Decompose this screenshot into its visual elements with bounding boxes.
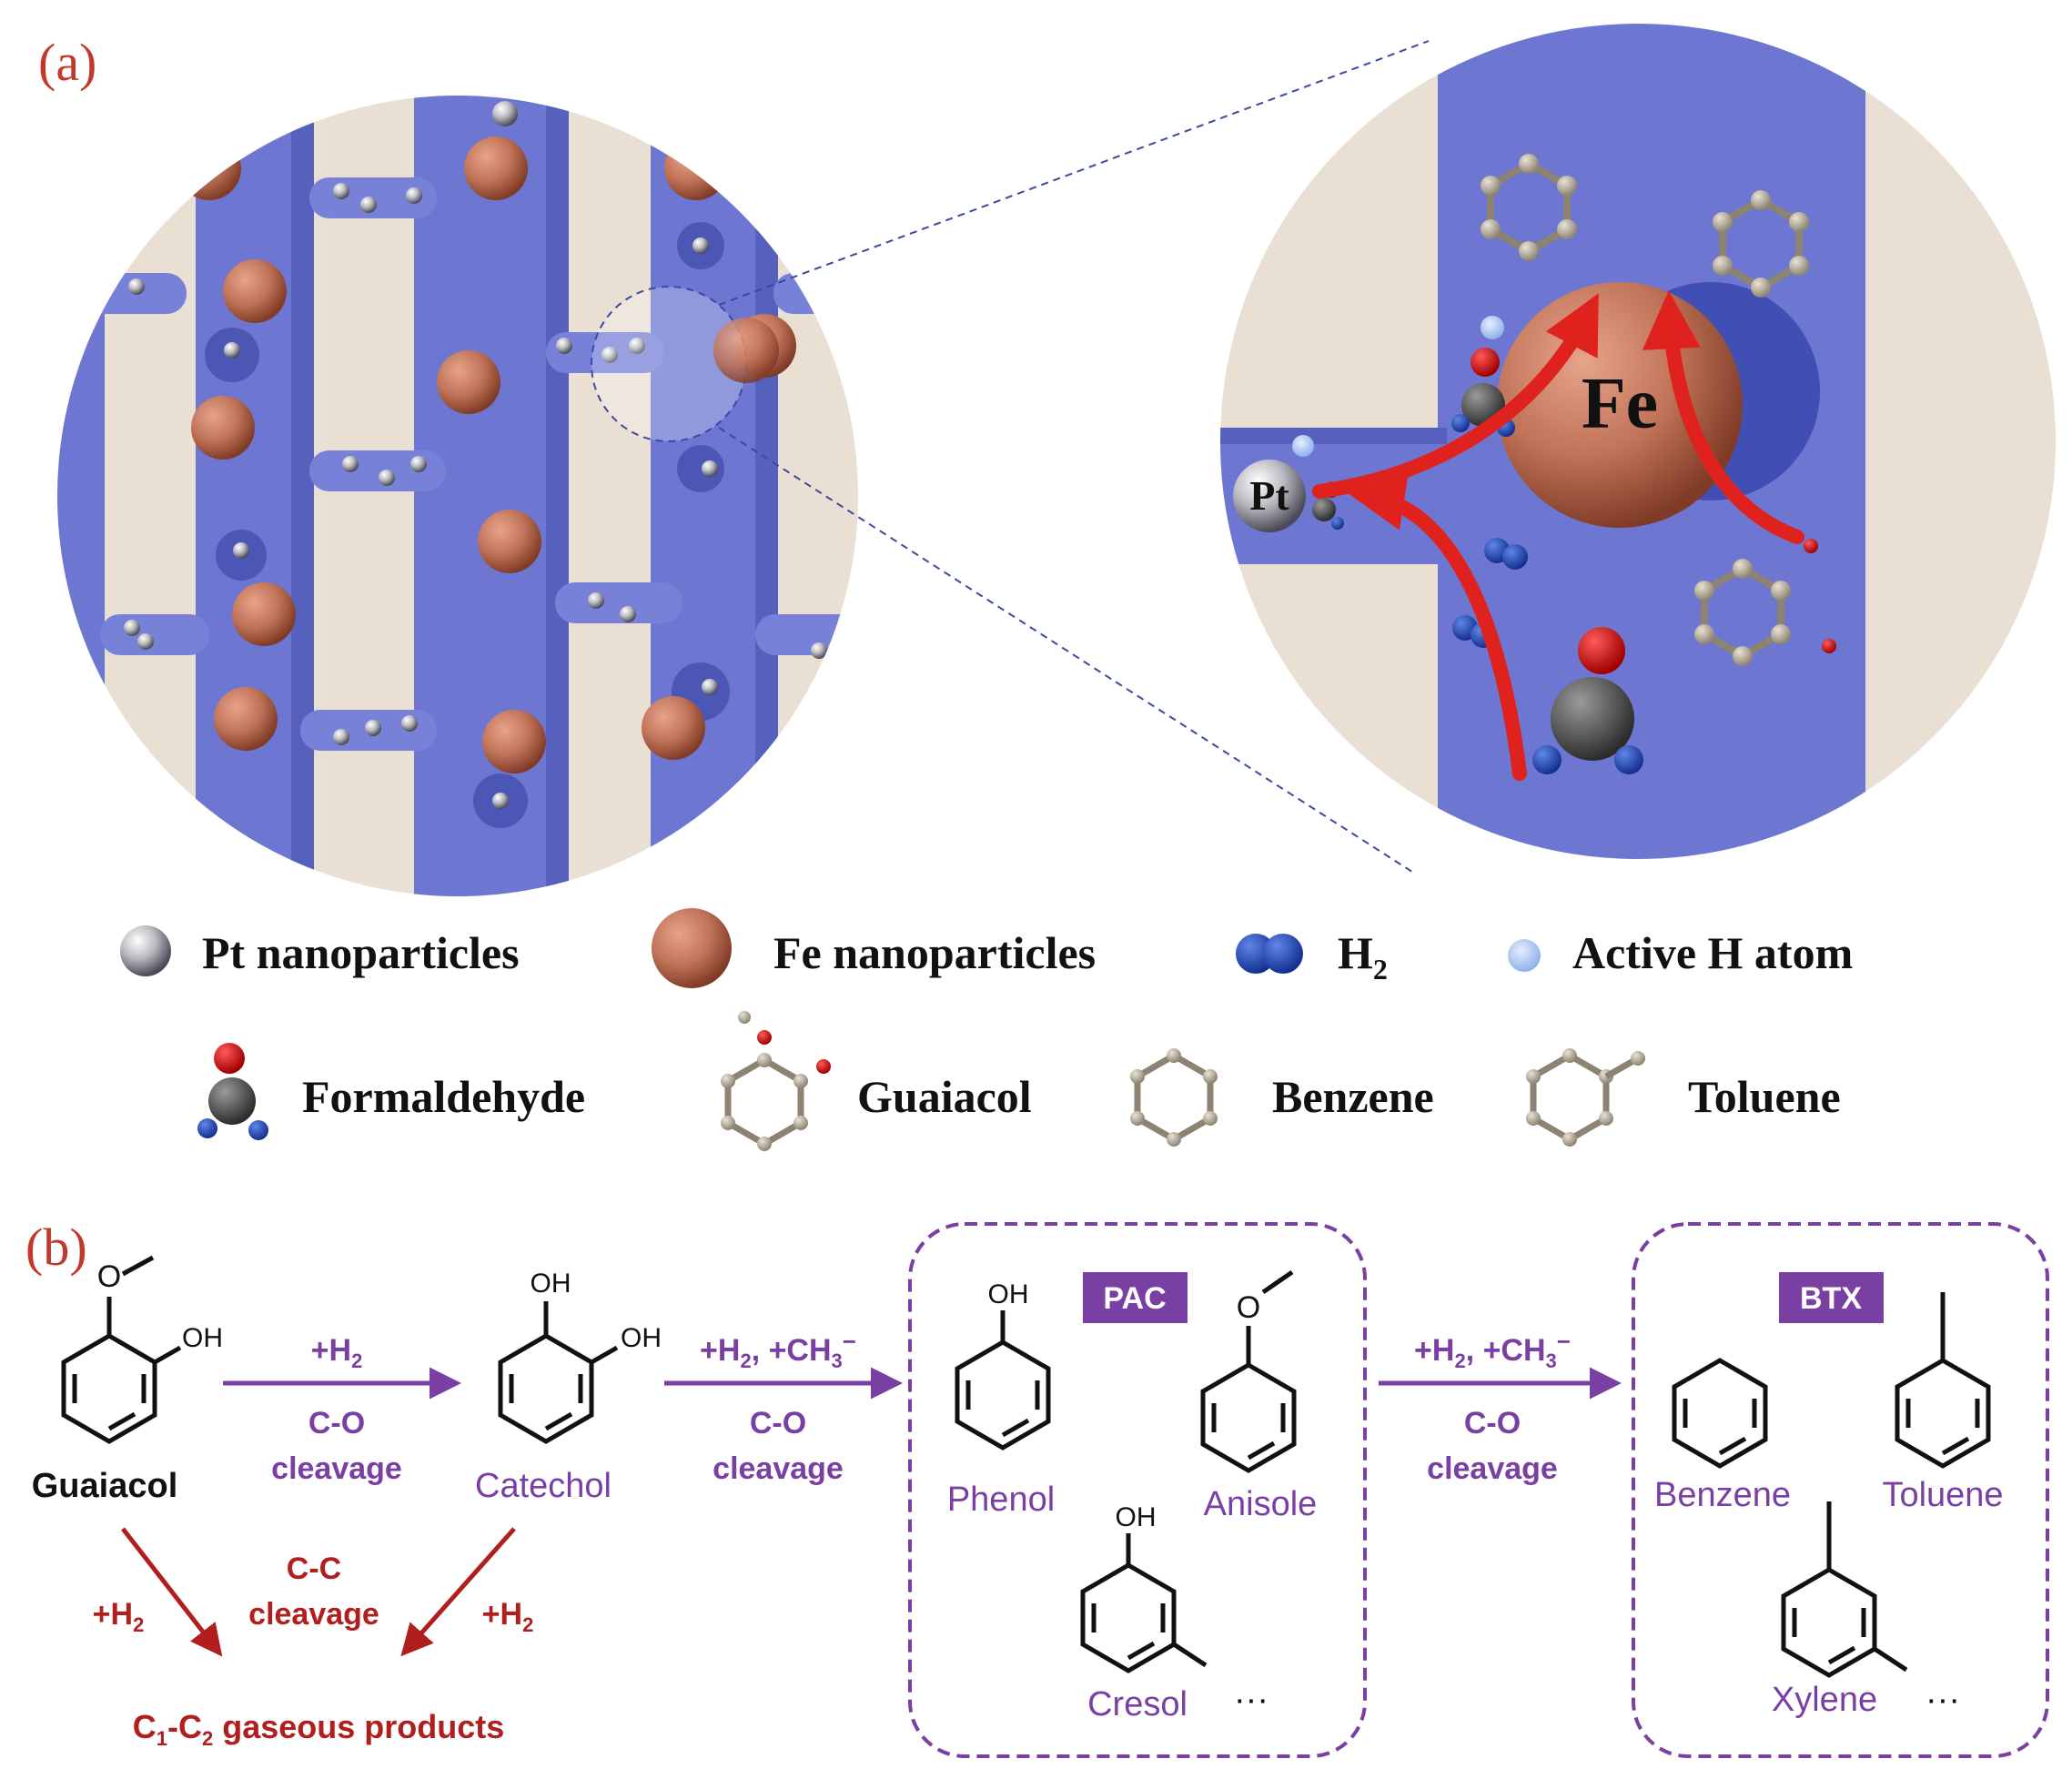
zoom-connector-top [718,40,1430,306]
catechol-oh-top: OH [531,1269,571,1299]
arrow2-reagent: +H2, +CH3− [700,1328,856,1372]
porous-support-zoom [1219,23,2057,860]
active-h-atom-icon [1508,939,1541,972]
legend-formaldehyde-label: Formaldehyde [302,1071,585,1122]
guaiacol-oh: OH [182,1323,223,1353]
guaiacol-structure [61,1255,182,1444]
anisole-o: O [1237,1290,1260,1325]
cresol-label: Cresol [1087,1685,1188,1724]
cresol-oh: OH [1116,1502,1157,1532]
arrow2-cleavage: cleavage [713,1451,844,1486]
legend-pt-label: Pt nanoparticles [202,927,520,978]
cc-right-reagent: +H2 [482,1597,534,1636]
xylene-label: Xylene [1772,1681,1877,1719]
legend-benzene-label: Benzene [1272,1071,1434,1122]
anisole-label: Anisole [1204,1485,1318,1523]
arrow-catechol-to-gas [400,1527,516,1657]
arrow1-cleavage: cleavage [271,1451,402,1486]
catechol-oh-side: OH [621,1323,662,1353]
pac-badge-label: PAC [1103,1281,1166,1316]
arrow1-bond: C-O [308,1406,365,1440]
cresol-structure [1080,1533,1208,1673]
arrow-guaiacol-to-gas [121,1527,223,1657]
porous-support-overview [57,96,858,896]
catechol-structure [498,1301,619,1444]
btx-badge [1779,1272,1884,1323]
guaiacol-methoxy-o: O [97,1259,121,1294]
legend-guaiacol-label: Guaiacol [857,1071,1032,1122]
arrow3-reagent: +H2, +CH3− [1414,1328,1571,1372]
anisole-structure [1200,1269,1297,1473]
zoom-label-pt: Pt [1249,472,1289,519]
legend-h2-label: H2 [1338,927,1388,986]
panel-a-tag: (a) [38,33,96,92]
benzene-label: Benzene [1654,1476,1791,1514]
pac-badge [1083,1272,1188,1323]
toluene-structure [1895,1292,1991,1469]
formaldehyde-icon [197,1043,268,1140]
btx-ellipsis: ··· [1925,1681,1960,1719]
arrow1-reagent: +H2 [311,1333,363,1372]
zoom-connector-bottom [718,427,1416,874]
zoom-label-fe: Fe [1582,364,1658,444]
catechol-label: Catechol [475,1467,611,1505]
toluene-molecule-icon [1526,1048,1645,1147]
legend-toluene-label: Toluene [1688,1071,1841,1122]
pac-group-box [908,1222,1367,1758]
guaiacol-label: Guaiacol [32,1467,178,1505]
panel-b-tag: (b) [25,1218,87,1277]
benzene-structure [1672,1358,1768,1469]
pac-ellipsis: ··· [1234,1681,1268,1719]
xylene-structure [1781,1501,1908,1678]
legend-fe-label: Fe nanoparticles [773,927,1096,978]
cc-bond: C-C [287,1552,341,1586]
phenol-oh: OH [988,1279,1029,1309]
legend-active-h-label: Active H atom [1572,927,1853,978]
phenol-label: Phenol [947,1481,1055,1519]
cc-cleavage: cleavage [248,1597,379,1632]
legend: Pt nanoparticles Fe nanoparticles H2 Act… [120,908,1853,1151]
arrow2-bond: C-O [750,1406,806,1440]
guaiacol-molecule-icon [721,1011,831,1151]
btx-badge-label: BTX [1800,1281,1862,1316]
pt-nanoparticle-icon [120,925,171,976]
toluene-label: Toluene [1882,1476,2003,1514]
cc-left-reagent: +H2 [93,1597,145,1636]
fe-nanoparticle-icon [652,908,732,988]
gaseous-products-label: C1-C2 gaseous products [133,1708,505,1750]
h2-molecule-icon [1236,934,1303,974]
arrow3-cleavage: cleavage [1427,1451,1558,1486]
arrow3-bond: C-O [1464,1406,1521,1440]
phenol-structure [955,1310,1051,1451]
btx-group-box [1632,1222,2049,1758]
benzene-molecule-icon [1130,1048,1218,1147]
